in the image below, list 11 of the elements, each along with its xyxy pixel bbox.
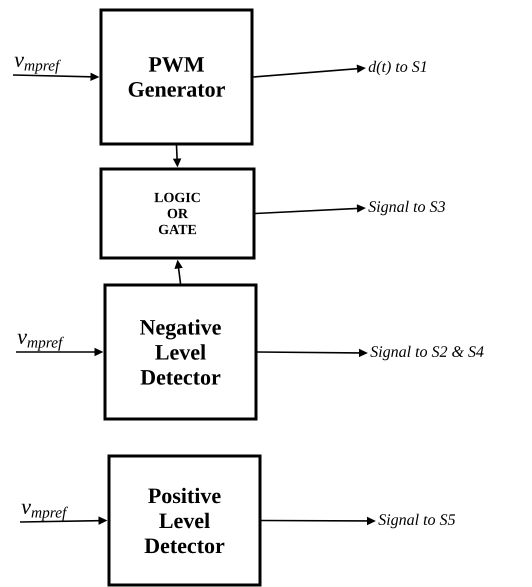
process-box: PWM Generator: [100, 8, 254, 146]
output-signal-label: Signal to S3: [368, 200, 445, 216]
process-box: LOGIC OR GATE: [100, 168, 256, 260]
process-box: Positive Level Detector: [108, 454, 262, 586]
output-signal-label: Signal to S5: [378, 514, 456, 528]
output-signal-label: Signal to S2 & S4: [370, 346, 484, 360]
input-label: v$_{mpref}$: [18, 334, 64, 351]
input-label: v$_{mpref}$: [14, 56, 62, 74]
process-box: Negative Level Detector: [104, 284, 258, 420]
output-signal-label: d(t) to S1: [368, 60, 426, 76]
input-label: v$_{mpref}$: [22, 504, 68, 521]
